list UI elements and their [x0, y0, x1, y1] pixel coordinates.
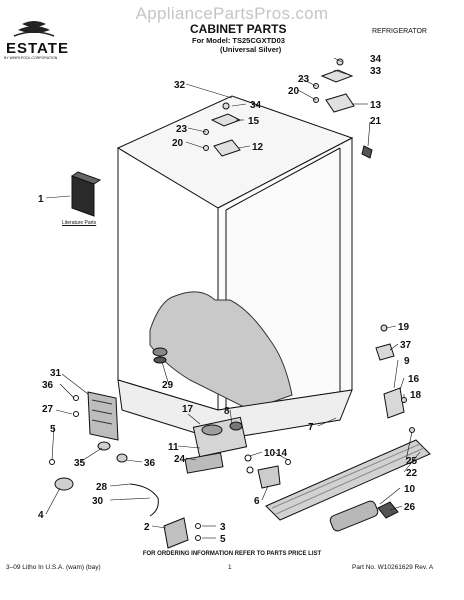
callout-31: 31	[50, 368, 62, 379]
callout-19: 19	[398, 322, 410, 333]
callout-18: 18	[410, 390, 422, 401]
callout-5-bottom: 5	[220, 534, 226, 545]
literature-label: Literature Parts	[62, 220, 97, 226]
callout-17: 17	[182, 404, 194, 415]
callout-23-center: 23	[176, 124, 188, 135]
callout-10-right: 10	[404, 484, 416, 495]
page-number: 1	[228, 564, 232, 571]
callout-1: 1	[38, 194, 44, 205]
callout-26: 26	[404, 502, 416, 513]
callout-32: 32	[174, 80, 186, 91]
ordering-note: FOR ORDERING INFORMATION REFER TO PARTS …	[142, 551, 322, 557]
model-line: For Model: TS25CGXTD03	[192, 36, 285, 45]
rear-vent-assembly	[73, 391, 119, 441]
callout-11: 11	[168, 442, 179, 453]
callout-36-center: 36	[144, 458, 156, 469]
callout-35: 35	[74, 458, 86, 469]
lower-hinge-right	[375, 324, 415, 433]
callout-7: 7	[308, 422, 314, 433]
callout-30: 30	[92, 496, 104, 507]
callout-3: 3	[220, 522, 226, 533]
callout-10-center: 10	[264, 448, 276, 459]
callout-22: 22	[406, 468, 418, 479]
top-hinge-right	[313, 58, 373, 159]
logo-brand: ESTATE	[6, 40, 69, 57]
part-number: Part No. W10261629 Rev. A	[352, 564, 434, 571]
callout-23-right: 23	[298, 74, 310, 85]
callout-28: 28	[96, 482, 108, 493]
mounting-grommet	[163, 517, 201, 549]
callout-36-left: 36	[42, 380, 54, 391]
logo-mark	[13, 21, 55, 37]
callout-27: 27	[42, 404, 54, 415]
condenser-fan-assembly	[184, 416, 254, 474]
callout-5-top: 5	[50, 424, 56, 435]
callout-4: 4	[38, 510, 44, 521]
water-filter	[329, 500, 399, 532]
leveling-bracket	[257, 459, 291, 489]
callout-34-center: 34	[250, 100, 262, 111]
color-line: (Universal Silver)	[220, 45, 282, 54]
callout-29: 29	[162, 380, 174, 391]
callout-20-center: 20	[172, 138, 184, 149]
callout-6: 6	[254, 496, 260, 507]
category-label: REFRIGERATOR	[372, 28, 427, 35]
cabinet-base	[117, 379, 353, 441]
callout-24: 24	[174, 454, 186, 465]
cabinet-cutaway	[149, 291, 293, 411]
callout-20-right: 20	[288, 86, 300, 97]
estate-logo	[4, 20, 64, 62]
callout-9: 9	[404, 356, 410, 367]
callout-37: 37	[400, 340, 412, 351]
callout-14: 14	[276, 448, 288, 459]
page-title: CABINET PARTS	[190, 22, 287, 36]
callout-8: 8	[224, 406, 230, 417]
watermark: AppliancePartsPros.com	[135, 4, 329, 23]
callout-16: 16	[408, 374, 420, 385]
callout-15: 15	[248, 116, 260, 127]
literature-booklet	[70, 171, 102, 217]
drain-fitting	[152, 347, 168, 364]
callout-25: 25	[406, 456, 418, 467]
callout-33: 33	[370, 66, 382, 77]
callout-12: 12	[252, 142, 264, 153]
callout-34-right: 34	[370, 54, 382, 65]
callout-21: 21	[370, 116, 382, 127]
callout-2: 2	[144, 522, 150, 533]
callout-13: 13	[370, 100, 382, 111]
litho-line: 3–09 Litho In U.S.A. (wam) (bay)	[6, 564, 101, 571]
valve-assembly	[49, 441, 159, 517]
logo-subtext: BY WHIRLPOOL CORPORATION	[4, 56, 58, 60]
toe-grille	[265, 439, 431, 521]
